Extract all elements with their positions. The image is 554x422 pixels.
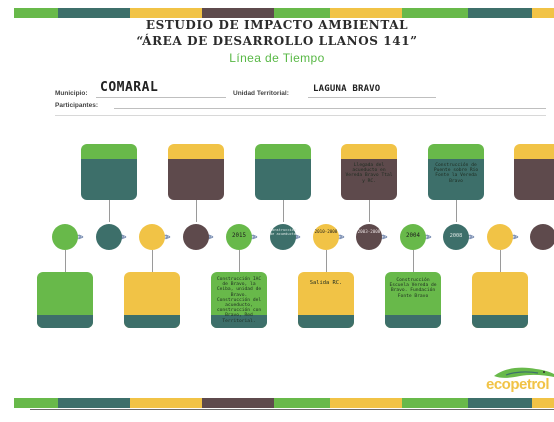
timeline-node-8: [356, 224, 382, 250]
bottom-card-4: [298, 272, 354, 328]
timeline-arrow-icon: >>: [293, 232, 300, 242]
bottom-card-3-note: Construcción IAC de Bravo, la Ceiba, uni…: [216, 277, 262, 324]
page-bottom-rule: [30, 409, 554, 410]
connector: [283, 200, 284, 222]
connector: [152, 250, 153, 272]
document-title-line1: ESTUDIO DE IMPACTO AMBIENTAL: [145, 18, 409, 32]
bottom-card-5: [385, 272, 441, 328]
top-card-1: [81, 144, 137, 200]
bottom-card-4-note: Salida RC.: [309, 280, 343, 286]
top-card-5: [428, 144, 484, 200]
timeline-arrow-icon: >>: [76, 232, 83, 242]
timeline-node-1: [52, 224, 78, 250]
timeline-arrow-icon: >>: [337, 232, 344, 242]
unidad-underline: [308, 97, 436, 98]
bottom-card-1: [37, 272, 93, 328]
connector: [456, 200, 457, 222]
timeline-node-4: [183, 224, 209, 250]
top-card-4-note: Llegada del acueducto en Vereda Bravo Tt…: [345, 163, 393, 184]
bottom-card-6: [472, 272, 528, 328]
connector: [500, 250, 501, 272]
timeline-node-6: [270, 224, 296, 250]
connector: [326, 250, 327, 272]
unidad-territorial-value: LAGUNA BRAVO: [313, 84, 381, 94]
timeline-node-9-label: 2004: [406, 233, 420, 239]
timeline-node-12: [530, 224, 554, 250]
document-title-line2: “ÁREA DE DESARROLLO LLANOS 141”: [136, 34, 418, 48]
timeline-arrow-icon: >>: [511, 232, 518, 242]
timeline-node-5: [226, 224, 252, 250]
timeline-node-6-label: Construcción de acueducto: [270, 228, 296, 237]
timeline-node-5-label: 2015: [232, 233, 246, 239]
municipio-value: COMARAL: [100, 80, 159, 95]
timeline-arrow-icon: >>: [380, 232, 387, 242]
connector: [109, 200, 110, 222]
timeline-arrow-icon: >>: [119, 232, 126, 242]
participantes-underline: [114, 108, 546, 109]
top-card-5-note: Construcción de Puente sobre Río Fonte l…: [433, 163, 479, 184]
top-card-2: [168, 144, 224, 200]
participantes-label: Participantes:: [55, 102, 98, 109]
municipio-underline: [96, 97, 226, 98]
document-subtitle: Línea de Tiempo: [229, 51, 325, 65]
timeline-node-10: [443, 224, 469, 250]
timeline-node-7: [313, 224, 339, 250]
connector: [65, 250, 66, 272]
connector: [239, 250, 240, 272]
municipio-label: Municipio:: [55, 90, 88, 97]
bottom-card-3: [211, 272, 267, 328]
timeline-arrow-icon: >>: [206, 232, 213, 242]
unidad-territorial-label: Unidad Territorial:: [233, 90, 289, 97]
timeline-node-3: [139, 224, 165, 250]
bottom-card-5-note: Construcción Escuela Vereda de Bravo. Fu…: [389, 278, 437, 299]
timeline-node-9: [400, 224, 426, 250]
timeline-node-2: [96, 224, 122, 250]
timeline-arrow-icon: >>: [250, 232, 257, 242]
top-card-4: [341, 144, 397, 200]
timeline-arrow-icon: >>: [467, 232, 474, 242]
logo-wordmark: ecopetrol: [486, 376, 550, 393]
timeline-node-10-label: 2008: [449, 233, 463, 239]
bottom-card-2: [124, 272, 180, 328]
iguana-icon: [494, 367, 554, 378]
ecopetrol-logo: ecopetrol: [486, 362, 554, 394]
top-card-6: [514, 144, 554, 200]
participantes-underline-2: [55, 115, 546, 116]
timeline-node-7-label: 2010-2008: [314, 229, 338, 234]
top-card-3: [255, 144, 311, 200]
timeline-arrow-icon: >>: [163, 232, 170, 242]
connector: [413, 250, 414, 272]
timeline-node-11: [487, 224, 513, 250]
timeline-arrow-icon: >>: [424, 232, 431, 242]
connector: [196, 200, 197, 222]
timeline-node-8-label: 2003-2008: [357, 229, 381, 234]
connector: [369, 200, 370, 222]
